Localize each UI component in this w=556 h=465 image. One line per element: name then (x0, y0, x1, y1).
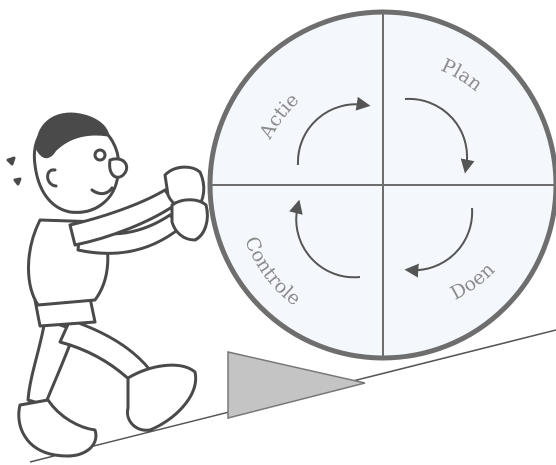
pdca-wheel: Actie Plan Doen Controle (210, 12, 556, 358)
sweat-drop-2 (15, 179, 20, 184)
back-shoe (19, 400, 96, 456)
wedge (228, 352, 365, 418)
sweat-drop-1 (8, 158, 14, 164)
nose (110, 159, 127, 177)
hand-lower (172, 200, 207, 240)
front-shoe (127, 365, 195, 430)
eye (95, 150, 105, 160)
pushing-man-figure (8, 114, 207, 456)
